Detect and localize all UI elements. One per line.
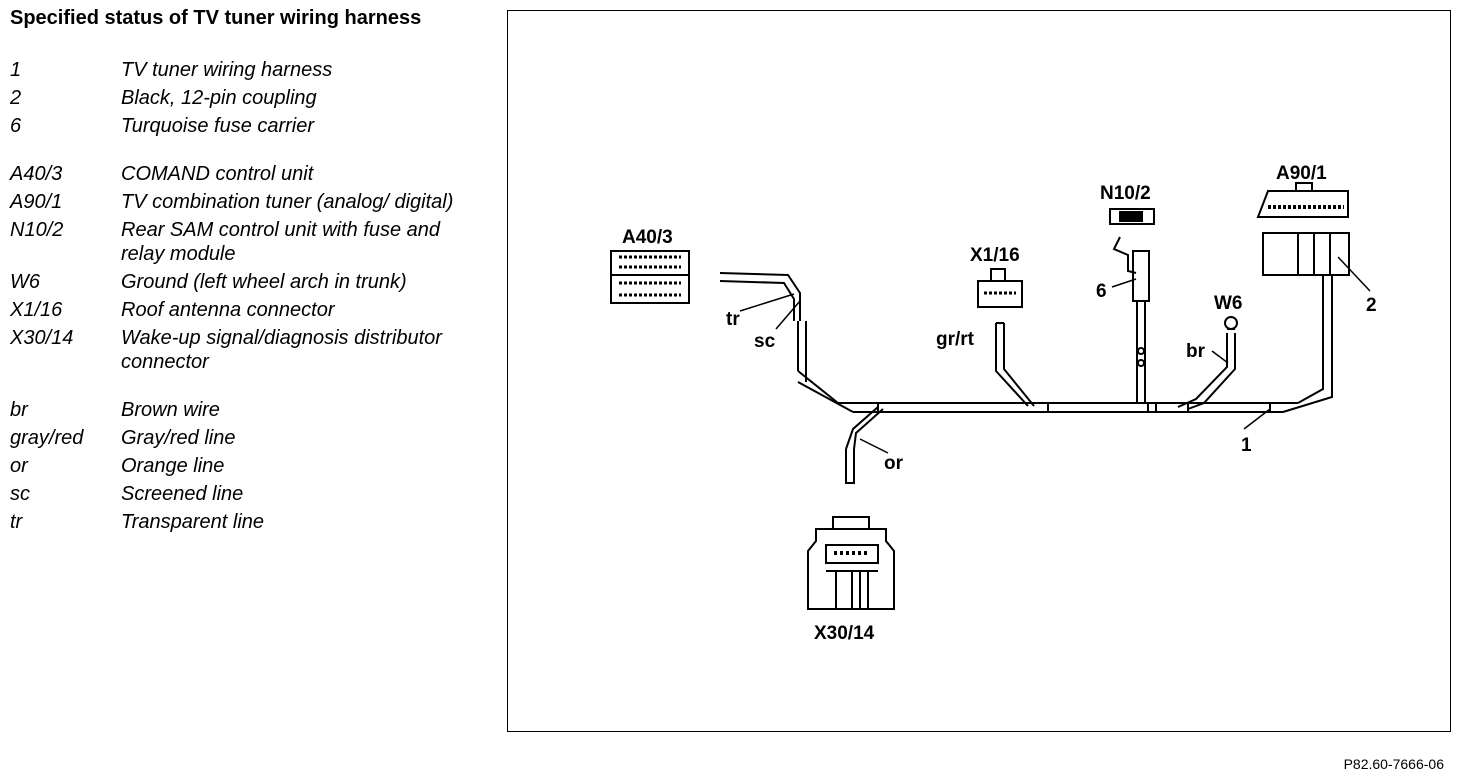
- x1-16-branch: [995, 322, 1035, 407]
- legend-desc: Transparent line: [121, 511, 265, 533]
- legend-row: tr Transparent line: [10, 510, 480, 534]
- legend-group: 1 TV tuner wiring harness 2 Black, 12-pin c…: [10, 58, 480, 138]
- legend-key: A90/1: [10, 191, 63, 213]
- n10-2-component: [1109, 208, 1155, 225]
- x30-14-branch: [845, 406, 884, 484]
- legend-desc: Ground (left wheel arch in trunk): [121, 271, 407, 293]
- legend-row: gray/red Gray/red line: [10, 426, 480, 450]
- legend-key: or: [10, 455, 28, 477]
- x1-16-connector: [977, 268, 1023, 308]
- legend-row: N10/2 Rear SAM control unit with fuse and…: [10, 218, 480, 266]
- legend-row: X30/14 Wake-up signal/diagnosis distribut…: [10, 326, 480, 374]
- legend-row: or Orange line: [10, 454, 480, 478]
- legend-row: 2 Black, 12-pin coupling: [10, 86, 480, 110]
- legend-desc: Turquoise fuse carrier: [121, 115, 315, 137]
- legend-desc: Black, 12-pin coupling: [121, 87, 317, 109]
- legend-row: 6 Turquoise fuse carrier: [10, 114, 480, 138]
- legend-panel: Specified status of TV tuner wiring harn…: [10, 6, 480, 558]
- x30-14-connector: [807, 516, 895, 610]
- legend-key: N10/2: [10, 219, 64, 241]
- legend-key: A40/3: [10, 163, 63, 185]
- legend-key: br: [10, 399, 28, 421]
- legend-key: 6: [10, 115, 22, 137]
- label-x30-14: X30/14: [814, 623, 875, 644]
- legend-key: tr: [10, 511, 23, 533]
- legend-desc: Brown wire: [121, 399, 220, 421]
- legend-desc: TV tuner wiring harness: [121, 59, 333, 81]
- page-title: Specified status of TV tuner wiring harn…: [10, 7, 422, 29]
- label-1: 1: [1241, 435, 1252, 456]
- legend-groups: 1 TV tuner wiring harness 2 Black, 12-pin c…: [10, 58, 480, 534]
- legend-key: 2: [10, 87, 22, 109]
- legend-desc: Wake-up signal/diagnosis distributor con…: [121, 327, 442, 373]
- legend-row: A40/3 COMAND control unit: [10, 162, 480, 186]
- main-harness-trunk: [719, 272, 1333, 413]
- a90-1-tuner: [1256, 182, 1350, 276]
- wiring-diagram: A40/3 X1/16 N10/2 A90/1 W6 X30/14 tr sc …: [610, 163, 1377, 644]
- diagram-frame: A40/3 X1/16 N10/2 A90/1 W6 X30/14 tr sc …: [507, 10, 1451, 732]
- label-or: or: [884, 453, 904, 474]
- w6-branch: [1177, 316, 1238, 410]
- legend-desc: TV combination tuner (analog/ digital): [121, 191, 454, 213]
- label-n10-2: N10/2: [1100, 183, 1151, 204]
- label-x1-16: X1/16: [970, 245, 1020, 266]
- legend-key: X30/14: [10, 327, 74, 349]
- legend-row: br Brown wire: [10, 398, 480, 422]
- label-tr: tr: [726, 309, 740, 330]
- n10-2-branch: [1112, 236, 1150, 403]
- legend-desc: Gray/red line: [121, 427, 236, 449]
- label-a40-3: A40/3: [622, 227, 673, 248]
- legend-row: sc Screened line: [10, 482, 480, 506]
- label-gr-rt: gr/rt: [936, 329, 975, 350]
- label-w6: W6: [1214, 293, 1243, 314]
- trunk-separators: [877, 403, 1271, 412]
- label-a90-1: A90/1: [1276, 163, 1327, 184]
- legend-desc: Orange line: [121, 455, 225, 477]
- leader-lines: [739, 256, 1371, 454]
- a40-3-connector: [610, 250, 690, 304]
- legend-row: 1 TV tuner wiring harness: [10, 58, 480, 82]
- legend-key: sc: [10, 483, 30, 505]
- legend-desc: Screened line: [121, 483, 244, 505]
- label-sc: sc: [754, 331, 776, 352]
- legend-row: W6 Ground (left wheel arch in trunk): [10, 270, 480, 294]
- legend-desc: Roof antenna connector: [121, 299, 335, 321]
- label-2: 2: [1366, 295, 1377, 316]
- legend-desc: COMAND control unit: [121, 163, 314, 185]
- legend-key: gray/red: [10, 427, 84, 449]
- figure-id: P82.60-7666-06: [1343, 756, 1444, 772]
- legend-key: 1: [10, 59, 22, 81]
- legend-key: X1/16: [10, 299, 63, 321]
- legend-desc: Rear SAM control unit with fuse and rela…: [121, 219, 441, 265]
- label-6: 6: [1096, 281, 1107, 302]
- legend-row: A90/1 TV combination tuner (analog/ digit…: [10, 190, 480, 214]
- label-br: br: [1186, 341, 1206, 362]
- legend-group: br Brown wire gray/red Gray/red line or Orang…: [10, 398, 480, 534]
- legend-key: W6: [10, 271, 40, 293]
- legend-row: X1/16 Roof antenna connector: [10, 298, 480, 322]
